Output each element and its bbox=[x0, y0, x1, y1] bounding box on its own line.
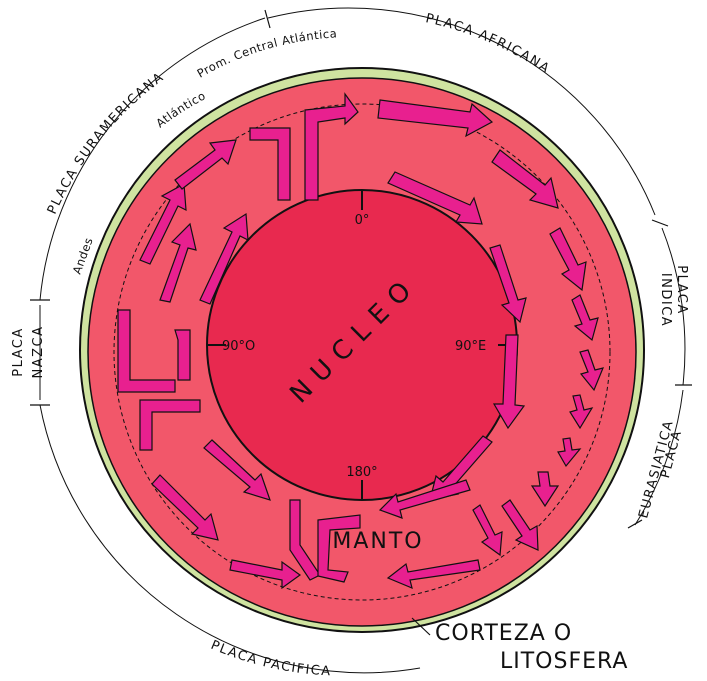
degree-right-label: 90°E bbox=[455, 339, 486, 354]
plate-label-nazca-1: PLACA bbox=[11, 327, 26, 377]
plate-label-africana: PLACA AFRICANA bbox=[424, 11, 553, 77]
degree-bottom-label: 180° bbox=[346, 465, 377, 480]
degree-top-label: 0° bbox=[355, 213, 370, 228]
boundary-tick bbox=[628, 520, 642, 528]
plate-label-indica-1: PLACA bbox=[674, 265, 689, 315]
plate-label-pacifica: PLACA PACIFICA bbox=[208, 638, 331, 676]
crust-label-line1: CORTEZA O bbox=[435, 621, 572, 646]
plate-label-nazca-2: NAZCA bbox=[31, 326, 46, 379]
boundary-tick bbox=[265, 10, 270, 28]
boundary-tick bbox=[652, 220, 668, 226]
plate-label-indica-2: INDICA bbox=[658, 273, 673, 327]
degree-left-label: 90°O bbox=[222, 339, 255, 354]
mantle-label: MANTO bbox=[332, 529, 423, 554]
crust-label-line2: LITOSFERA bbox=[500, 649, 628, 674]
